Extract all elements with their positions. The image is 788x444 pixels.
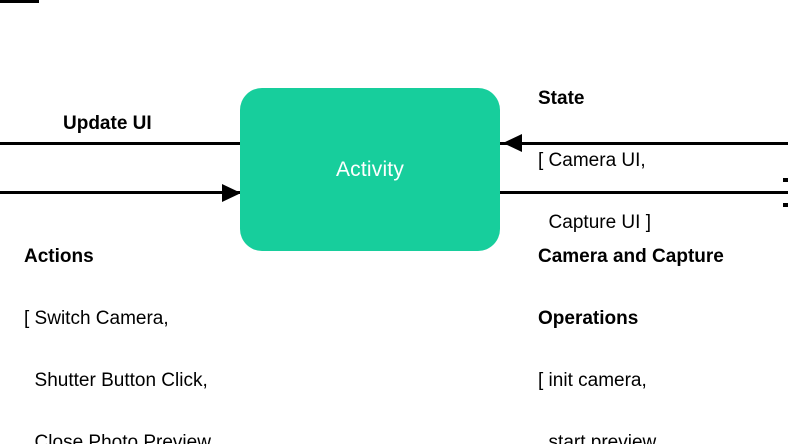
operations-item: start preview, [538, 432, 661, 444]
activity-node-label: Activity [335, 158, 405, 181]
operations-item: [ init camera, [538, 370, 647, 391]
edge-line-update-ui [0, 142, 241, 145]
edge-label-state-block: State [ Camera UI, Capture UI ] [538, 50, 651, 272]
arrowhead-actions-into-activity [222, 184, 241, 202]
state-item: Capture UI ] [538, 212, 651, 233]
actions-item: Close Photo Preview, [24, 432, 216, 444]
edge-clip-mark-lower [783, 203, 788, 207]
actions-heading: Actions [24, 246, 94, 267]
actions-item: Shutter Button Click, [24, 370, 208, 391]
state-heading: State [538, 88, 585, 109]
edge-label-actions-block: Actions [ Switch Camera, Shutter Button … [24, 208, 254, 444]
edge-label-update-ui: Update UI [63, 113, 152, 134]
activity-node[interactable]: Activity [240, 88, 500, 251]
edge-label-operations-block: Camera and Capture Operations [ init cam… [538, 208, 724, 444]
edge-line-state [499, 142, 788, 145]
operations-heading-line-2: Operations [538, 308, 639, 329]
edge-line-operations [499, 191, 788, 194]
corner-rule-decoration [0, 0, 39, 3]
edge-clip-mark-upper [783, 178, 788, 182]
edge-line-actions [0, 191, 241, 194]
actions-item: [ Switch Camera, [24, 308, 169, 329]
operations-heading-line-1: Camera and Capture [538, 246, 724, 267]
state-item: [ Camera UI, [538, 150, 646, 171]
arrowhead-state-into-activity [503, 134, 522, 152]
